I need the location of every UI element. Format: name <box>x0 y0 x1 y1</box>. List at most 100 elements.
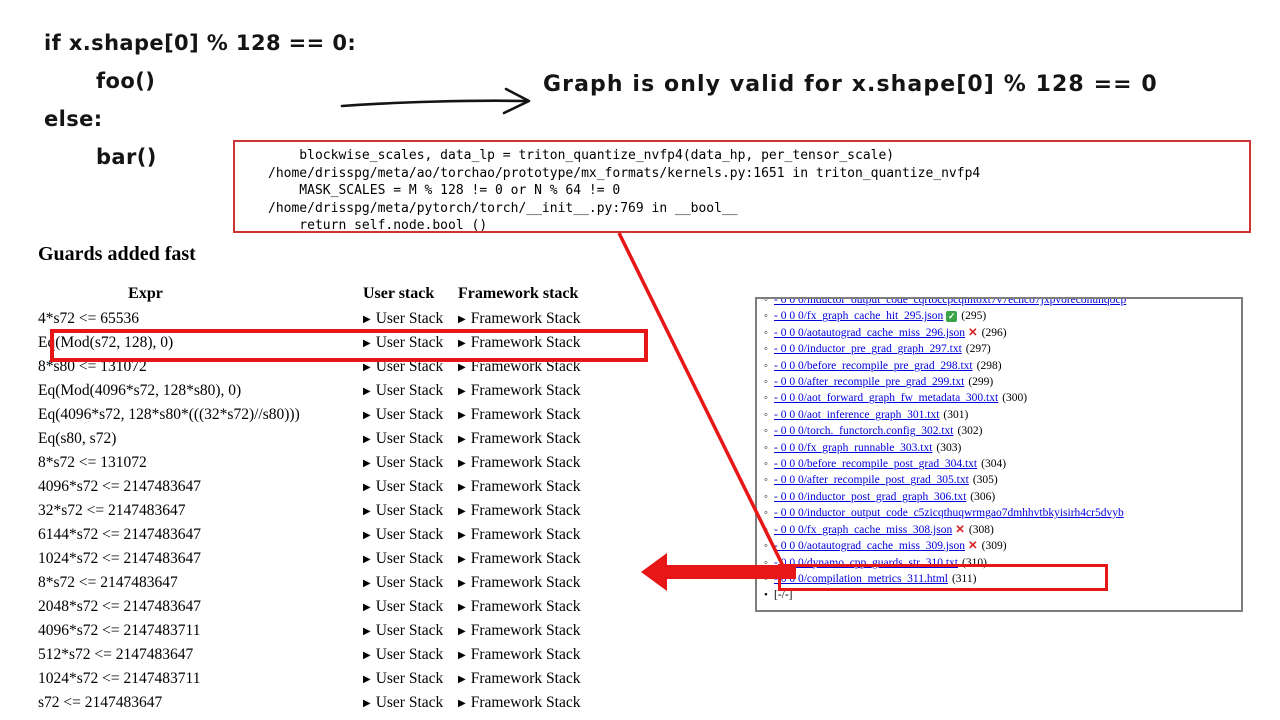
framework-stack-toggle[interactable]: ▶Framework Stack <box>458 307 608 331</box>
artifact-link[interactable]: - 0 0 0/aot_forward_graph_fw_metadata_30… <box>774 392 999 405</box>
guards-title: Guards added fast <box>38 243 196 265</box>
circle-bullet-icon: ◦ <box>764 376 768 389</box>
user-stack-label: User Stack <box>375 502 444 519</box>
circle-bullet-icon: ◦ <box>764 343 768 356</box>
framework-stack-toggle[interactable]: ▶Framework Stack <box>458 571 608 595</box>
framework-stack-toggle[interactable]: ▶Framework Stack <box>458 451 608 475</box>
list-item: ◦ - 0 0 0/after_recompile_pre_grad_299.tx… <box>764 374 1241 390</box>
user-stack-toggle[interactable]: ▶User Stack <box>363 403 458 427</box>
artifact-link[interactable]: - 0 0 0/aotautograd_cache_miss_296.json <box>774 326 965 339</box>
framework-stack-toggle[interactable]: ▶Framework Stack <box>458 355 608 379</box>
artifact-link[interactable]: - 0 0 0/torch._functorch.config_302.txt <box>774 425 954 438</box>
user-stack-toggle[interactable]: ▶User Stack <box>363 643 458 667</box>
guard-row: 4*s72 <= 65536 ▶User Stack ▶Framework St… <box>38 307 608 331</box>
framework-stack-label: Framework Stack <box>470 526 581 543</box>
guard-expr: 2048*s72 <= 2147483647 <box>38 598 202 615</box>
expander-triangle-icon: ▶ <box>458 626 466 637</box>
framework-stack-toggle[interactable]: ▶Framework Stack <box>458 523 608 547</box>
expander-triangle-icon: ▶ <box>458 578 466 589</box>
artifact-link[interactable]: - 0 0 0/inductor_output_code_cqrtoccpcqm… <box>774 297 1127 306</box>
artifact-link[interactable]: - 0 0 0/aot_inference_graph_301.txt <box>774 408 940 421</box>
user-stack-toggle[interactable]: ▶User Stack <box>363 355 458 379</box>
framework-stack-toggle[interactable]: ▶Framework Stack <box>458 403 608 427</box>
expander-triangle-icon: ▶ <box>458 602 466 613</box>
user-stack-toggle[interactable]: ▶User Stack <box>363 331 458 355</box>
framework-stack-toggle[interactable]: ▶Framework Stack <box>458 667 608 691</box>
framework-stack-toggle[interactable]: ▶Framework Stack <box>458 499 608 523</box>
circle-bullet-icon: ◦ <box>764 556 768 569</box>
framework-stack-toggle[interactable]: ▶Framework Stack <box>458 595 608 619</box>
user-stack-toggle[interactable]: ▶User Stack <box>363 475 458 499</box>
framework-stack-toggle[interactable]: ▶Framework Stack <box>458 643 608 667</box>
artifact-number: (310) <box>961 556 987 569</box>
cross-icon: ✕ <box>968 540 978 553</box>
user-stack-toggle[interactable]: ▶User Stack <box>363 451 458 475</box>
stack-trace-line: return self.node.bool_() <box>268 218 488 233</box>
framework-stack-toggle[interactable]: ▶Framework Stack <box>458 331 608 355</box>
artifact-link[interactable]: - 0 0 0/dynamo_cpp_guards_str_310.txt <box>774 556 958 569</box>
artifact-link[interactable]: - 0 0 0/before_recompile_post_grad_304.t… <box>774 458 978 471</box>
user-stack-toggle[interactable]: ▶User Stack <box>363 379 458 403</box>
expander-triangle-icon: ▶ <box>363 386 371 397</box>
guard-expr: 512*s72 <= 2147483647 <box>38 646 194 663</box>
artifact-number: (302) <box>957 425 983 438</box>
col-user-stack: User stack <box>363 284 435 302</box>
user-stack-toggle[interactable]: ▶User Stack <box>363 619 458 643</box>
artifact-link[interactable]: - 0 0 0/compilation_metrics_311.html <box>774 572 948 585</box>
framework-stack-toggle[interactable]: ▶Framework Stack <box>458 427 608 451</box>
artifact-link[interactable]: - 0 0 0/fx_graph_cache_miss_308.json <box>774 523 953 536</box>
artifact-link[interactable]: - 0 0 0/fx_graph_cache_hit_295.json <box>774 310 944 323</box>
user-stack-toggle[interactable]: ▶User Stack <box>363 523 458 547</box>
expander-triangle-icon: ▶ <box>458 482 466 493</box>
guard-expr: s72 <= 2147483647 <box>38 694 163 711</box>
user-stack-toggle[interactable]: ▶User Stack <box>363 571 458 595</box>
guard-expr: Eq(4096*s72, 128*s80*(((32*s72)//s80))) <box>38 406 300 423</box>
check-icon: ✓ <box>946 311 958 323</box>
user-stack-label: User Stack <box>375 694 444 711</box>
circle-bullet-icon: ◦ <box>764 425 768 438</box>
artifact-link[interactable]: - 0 0 0/inductor_output_code_c5zicqthuqw… <box>774 507 1124 520</box>
artifact-link[interactable]: - 0 0 0/aotautograd_cache_miss_309.json <box>774 540 965 553</box>
artifact-link[interactable]: - 0 0 0/inductor_pre_grad_graph_297.txt <box>774 343 962 356</box>
right-arrow-icon <box>340 87 531 115</box>
framework-stack-toggle[interactable]: ▶Framework Stack <box>458 379 608 403</box>
framework-stack-toggle[interactable]: ▶Framework Stack <box>458 547 608 571</box>
artifact-number: (311) <box>951 572 977 585</box>
guard-row: 1024*s72 <= 2147483647 ▶User Stack ▶Fram… <box>38 547 608 571</box>
collapse-all-control[interactable]: [-/-] <box>774 589 793 602</box>
user-stack-toggle[interactable]: ▶User Stack <box>363 667 458 691</box>
guard-expr: 8*s72 <= 2147483647 <box>38 574 178 591</box>
artifact-number: (304) <box>981 458 1007 471</box>
guard-row: 8*s72 <= 2147483647 ▶User Stack ▶Framewo… <box>38 571 608 595</box>
user-stack-toggle[interactable]: ▶User Stack <box>363 427 458 451</box>
artifact-link[interactable]: - 0 0 0/inductor_post_grad_graph_306.txt <box>774 490 967 503</box>
expander-triangle-icon: ▶ <box>363 458 371 469</box>
expander-triangle-icon: ▶ <box>458 386 466 397</box>
artifact-link[interactable]: - 0 0 0/after_recompile_post_grad_305.tx… <box>774 474 969 487</box>
guards-header-row: Expr User stack Framework stack <box>38 280 608 307</box>
circle-bullet-icon: ◦ <box>764 326 768 339</box>
expander-triangle-icon: ▶ <box>363 410 371 421</box>
expander-triangle-icon: ▶ <box>458 698 466 709</box>
expander-triangle-icon: ▶ <box>458 338 466 349</box>
user-stack-toggle[interactable]: ▶User Stack <box>363 547 458 571</box>
bullet-icon: • <box>764 589 768 602</box>
user-stack-label: User Stack <box>375 622 444 639</box>
artifact-link[interactable]: - 0 0 0/fx_graph_runnable_303.txt <box>774 441 933 454</box>
expander-triangle-icon: ▶ <box>458 434 466 445</box>
user-stack-toggle[interactable]: ▶User Stack <box>363 307 458 331</box>
framework-stack-toggle[interactable]: ▶Framework Stack <box>458 475 608 499</box>
guard-expr: 32*s72 <= 2147483647 <box>38 502 186 519</box>
guard-expr: 4*s72 <= 65536 <box>38 310 140 327</box>
user-stack-toggle[interactable]: ▶User Stack <box>363 595 458 619</box>
user-stack-toggle[interactable]: ▶User Stack <box>363 691 458 715</box>
user-stack-toggle[interactable]: ▶User Stack <box>363 499 458 523</box>
framework-stack-toggle[interactable]: ▶Framework Stack <box>458 619 608 643</box>
stack-trace-box: blockwise_scales, data_lp = triton_quant… <box>233 140 1251 233</box>
artifact-link[interactable]: - 0 0 0/before_recompile_pre_grad_298.tx… <box>774 359 973 372</box>
guard-row: 6144*s72 <= 2147483647 ▶User Stack ▶Fram… <box>38 523 608 547</box>
framework-stack-toggle[interactable]: ▶Framework Stack <box>458 691 608 715</box>
expander-triangle-icon: ▶ <box>458 314 466 325</box>
artifact-link[interactable]: - 0 0 0/after_recompile_pre_grad_299.txt <box>774 376 965 389</box>
